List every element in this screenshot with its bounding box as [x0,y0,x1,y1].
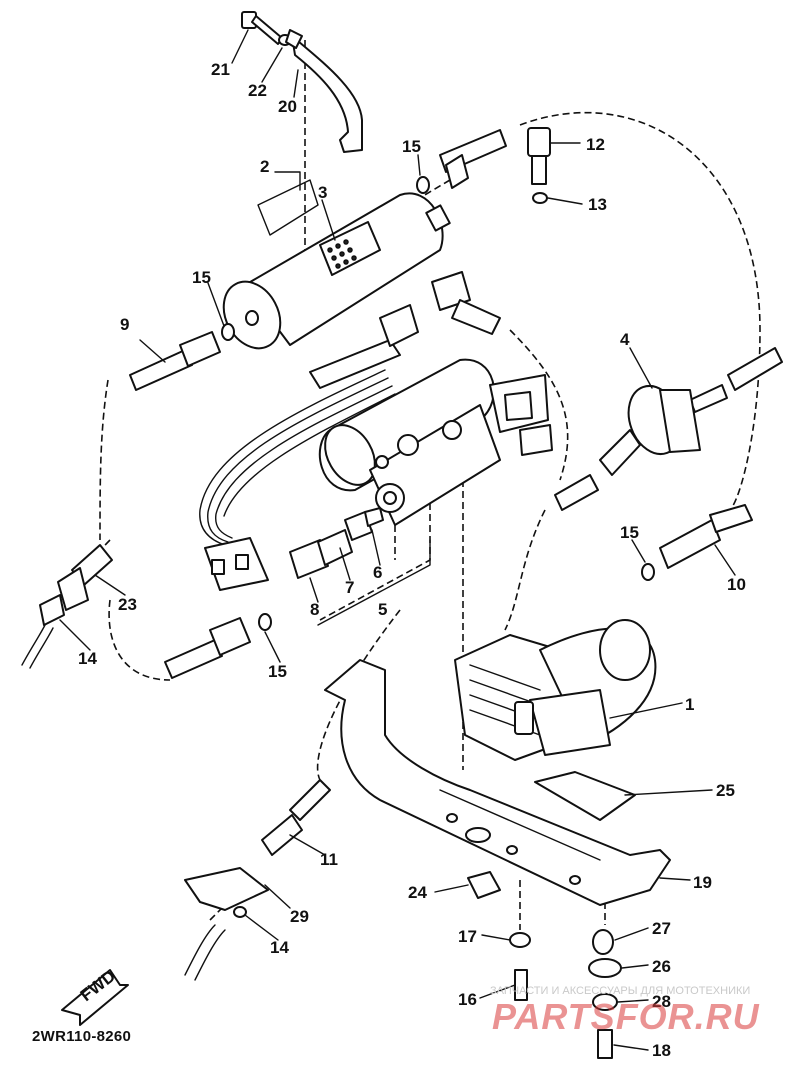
callout-20: 20 [278,97,297,116]
callout-29: 29 [290,907,309,926]
callout-26: 26 [652,957,671,976]
callout-27: 27 [652,919,671,938]
callout-labels: 21 22 20 2 3 15 12 13 15 9 4 15 10 6 7 8… [78,60,746,1060]
callout-4: 4 [620,330,630,349]
callout-18: 18 [652,1041,671,1060]
callout-5: 5 [378,600,387,619]
valve-body [309,304,553,526]
leader-lines [59,29,736,1051]
callout-12: 12 [586,135,605,154]
lower-fittings [184,779,331,981]
callout-2: 2 [260,157,269,176]
mounting-bracket [324,659,671,906]
callout-22: 22 [248,81,267,100]
watermark-tagline: ЗАПЧАСТИ И АКСЕССУАРЫ ДЛЯ МОТОТЕХНИКИ [490,985,751,997]
callout-11: 11 [320,850,338,869]
callout-15-top: 15 [402,137,421,156]
canister [222,179,451,350]
callout-14-lower: 14 [270,938,289,957]
callout-25: 25 [716,781,735,800]
callout-16: 16 [458,990,477,1009]
left-hose-fitting [129,323,235,391]
diagram-code: 2WR110-8260 [32,1028,132,1045]
clamp-bolt-assembly [241,11,363,153]
callout-3: 3 [318,183,327,202]
callout-15-left: 15 [192,268,211,287]
callout-17: 17 [458,927,477,946]
pressure-sensor [258,507,384,631]
callout-7: 7 [345,578,354,597]
watermark-brand: PARTSFOR.RU [492,996,760,1037]
pump-motor-unit [454,619,657,761]
callout-21: 21 [211,60,230,79]
callout-14-left: 14 [78,649,97,668]
callout-6: 6 [373,563,382,582]
callout-23: 23 [118,595,137,614]
callout-13: 13 [588,195,607,214]
callout-8: 8 [310,600,319,619]
callout-15-right: 15 [620,523,639,542]
callout-1: 1 [685,695,694,714]
callout-9: 9 [120,315,129,334]
callout-28: 28 [652,992,671,1011]
upper-fittings [416,127,551,335]
forward-arrow-icon: FWD [61,966,129,1026]
callout-19: 19 [693,873,712,892]
callout-10: 10 [727,575,746,594]
wiring-harness [199,369,396,591]
callout-15-lower: 15 [268,662,287,681]
lower-left-fittings [21,544,251,679]
right-components [554,347,783,581]
callout-24: 24 [408,883,427,902]
